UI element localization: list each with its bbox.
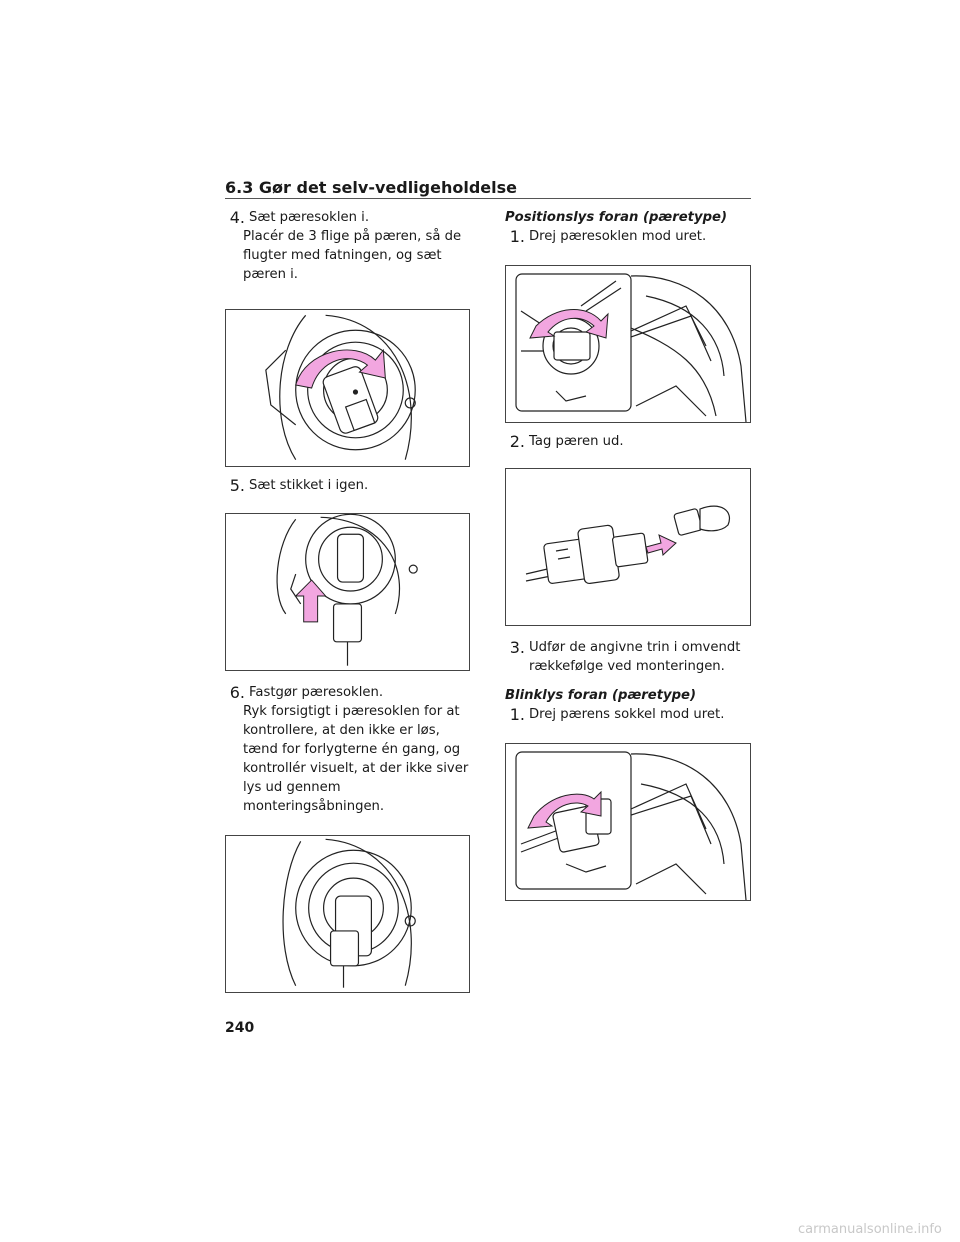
illustration-secure-socket (282, 838, 416, 988)
step-text: Drej pæresoklen mod uret. (529, 229, 707, 244)
section-header: 6.3 Gør det selv-vedligeholdelse (225, 178, 517, 197)
step-text: Udfør de angivne trin i omvendt rækkeføl… (529, 640, 741, 674)
step-number: 5. (229, 476, 245, 495)
step-text: Fastgør pæresoklen. (249, 685, 384, 700)
figure-remove-bulb (505, 468, 751, 626)
heading-position-light: Positionslys foran (pæretype) (505, 210, 727, 225)
step-text: Tag pæren ud. (529, 434, 624, 449)
step-number: 4. (229, 208, 245, 227)
page-number: 240 (225, 1020, 255, 1036)
step-text: Sæt stikket i igen. (249, 478, 369, 493)
heading-turn-signal: Blinklys foran (pæretype) (505, 688, 697, 703)
turn-step-1: 1. Drej pærens sokkel mod uret. (505, 705, 755, 724)
step-number: 1. (509, 705, 525, 724)
figure-reconnect-plug (225, 513, 470, 671)
illustration-reconnect-plug (276, 514, 418, 666)
left-column: 4. Sæt pæresoklen i. Placér de 3 flige p… (225, 208, 475, 993)
figure-turn-socket (505, 265, 751, 423)
figure-insert-bulb (225, 309, 470, 467)
step-number: 1. (509, 227, 525, 246)
step-5: 5. Sæt stikket i igen. (225, 476, 475, 495)
step-4-detail: Placér de 3 flige på pæren, så de flugte… (243, 229, 462, 282)
step-4: 4. Sæt pæresoklen i. (225, 208, 475, 227)
figure-turn-signal-socket (505, 743, 751, 901)
illustration-turn-socket (515, 273, 747, 422)
pos-step-1: 1. Drej pæresoklen mod uret. (505, 227, 755, 246)
step-6-detail: Ryk forsigtigt i pæresoklen for at kontr… (243, 704, 469, 814)
step-6: 6. Fastgør pæresoklen. (225, 683, 475, 702)
step-number: 6. (229, 683, 245, 702)
figure-secure-socket (225, 835, 470, 993)
pos-step-2: 2. Tag pæren ud. (505, 432, 755, 451)
illustration-remove-bulb (525, 505, 730, 585)
step-text: Drej pærens sokkel mod uret. (529, 707, 725, 722)
right-column: Positionslys foran (pæretype) 1. Drej pæ… (505, 208, 755, 901)
header-rule (225, 198, 751, 199)
step-text: Sæt pæresoklen i. (249, 210, 370, 225)
illustration-insert-bulb (265, 314, 416, 461)
watermark: carmanualsonline.info (798, 1222, 942, 1237)
illustration-turn-signal-socket (515, 751, 747, 900)
pos-step-3: 3. Udfør de angivne trin i omvendt række… (505, 638, 755, 676)
step-number: 2. (509, 432, 525, 451)
step-number: 3. (509, 638, 525, 657)
